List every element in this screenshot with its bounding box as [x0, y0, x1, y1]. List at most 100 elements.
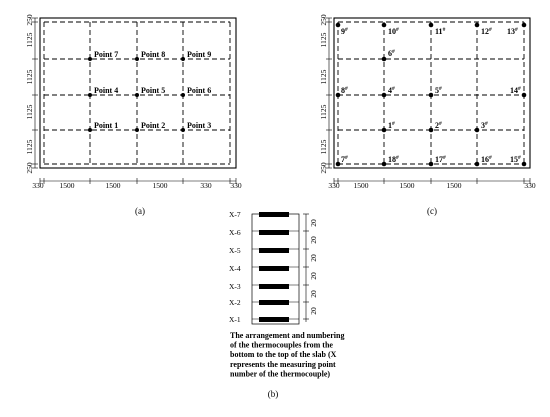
thermocouple-bar — [259, 300, 289, 305]
measuring-point-marker — [88, 93, 92, 97]
dimension-label: 250 — [319, 162, 328, 174]
thermocouple-label: 9# — [341, 27, 348, 36]
point-label: Point 3 — [187, 121, 211, 130]
thermocouple-marker — [428, 127, 434, 133]
thermocouple-marker — [474, 161, 480, 167]
thermocouple-id: X-5 — [229, 246, 241, 255]
thermocouple-marker — [381, 161, 387, 167]
thermocouple-bar — [259, 266, 289, 271]
thermocouple-label: 6# — [388, 49, 395, 58]
caption-b: (b) — [268, 389, 279, 399]
point-label: Point 2 — [141, 121, 165, 130]
thermocouple-marker — [474, 22, 480, 28]
dimension-label: 1125 — [25, 139, 34, 154]
slab-outline-a — [39, 17, 237, 169]
thermocouple-label: 17# — [435, 155, 446, 164]
dimension-label: 250 — [319, 14, 328, 26]
thermocouple-id: X-2 — [229, 298, 241, 307]
spacing-label: 20 — [309, 236, 318, 244]
dimension-label: 250 — [25, 14, 34, 26]
thermocouple-marker — [335, 92, 341, 98]
thermocouple-label: 16# — [481, 155, 492, 164]
dimension-label: 1125 — [25, 104, 34, 119]
point-label: Point 7 — [94, 50, 118, 59]
point-label: Point 8 — [141, 50, 165, 59]
measuring-point-marker — [181, 93, 185, 97]
thermocouple-marker — [428, 92, 434, 98]
dimension-label: 250 — [25, 162, 34, 174]
dimension-label: 1125 — [25, 32, 34, 47]
measuring-point-marker — [135, 128, 139, 132]
thermocouple-label: 4# — [388, 86, 395, 95]
thermocouple-bar — [259, 230, 289, 235]
thermocouple-bar — [259, 212, 289, 217]
measuring-point-marker — [88, 128, 92, 132]
dimension-label: 1500 — [60, 181, 75, 190]
thermocouple-marker — [381, 56, 387, 62]
thermocouple-label: 3# — [481, 121, 488, 130]
panel-b: X-7 X-6 X-5 X-4 X-3 X-2 X-1 20 20 20 20 … — [229, 210, 344, 399]
dimension-label: 1500 — [153, 181, 168, 190]
point-label: Point 9 — [187, 50, 211, 59]
thermocouple-bar — [259, 317, 289, 322]
panel-c: 9# 10# 11# 12# 13# 6# 8# 4# 5# 14# 1# 2#… — [319, 14, 536, 216]
thermocouple-marker — [521, 161, 527, 167]
thermocouple-marker — [428, 161, 434, 167]
thermocouple-label: 1# — [388, 121, 395, 130]
point-label: Point 1 — [94, 121, 118, 130]
spacing-label: 20 — [309, 307, 318, 315]
thermocouple-label: 5# — [435, 86, 442, 95]
thermocouple-marker — [521, 92, 527, 98]
thermocouple-marker — [474, 127, 480, 133]
dimension-label: 1500 — [400, 181, 415, 190]
thermocouple-id: X-3 — [229, 282, 241, 291]
caption-c: (c) — [427, 206, 437, 216]
thermocouple-marker — [381, 22, 387, 28]
dimension-label: 1125 — [25, 69, 34, 84]
spacing-label: 20 — [309, 290, 318, 298]
thermocouple-label: 18# — [388, 155, 399, 164]
dimension-label: 330 — [328, 181, 340, 190]
measuring-point-marker — [88, 57, 92, 61]
point-label: Point 5 — [141, 86, 165, 95]
dimension-label: 1125 — [319, 139, 328, 154]
thermocouple-label: 11# — [435, 27, 446, 36]
thermocouple-id: X-6 — [229, 228, 241, 237]
measuring-point-marker — [135, 57, 139, 61]
dimension-label: 330 — [524, 181, 536, 190]
spacing-label: 20 — [309, 219, 318, 227]
dimension-label: 330 — [200, 181, 212, 190]
thermocouple-label: 8# — [341, 86, 348, 95]
dimension-label: 1500 — [106, 181, 121, 190]
caption-a: (a) — [135, 206, 145, 216]
dimension-label: 1500 — [447, 181, 462, 190]
thermocouple-marker — [521, 22, 527, 28]
thermocouple-label: 10# — [388, 27, 399, 36]
dimension-label: 1125 — [319, 32, 328, 47]
thermocouple-marker — [335, 161, 341, 167]
dimension-label: 330 — [230, 181, 242, 190]
thermocouple-id: X-4 — [229, 264, 241, 273]
thermocouple-label: 15# — [510, 155, 521, 164]
dimension-label: 1125 — [319, 104, 328, 119]
spacing-label: 20 — [309, 254, 318, 262]
thermocouple-marker — [381, 127, 387, 133]
thermocouple-label: 12# — [481, 27, 492, 36]
panel-a: Point 7 Point 8 Point 9 Point 4 Point 5 … — [25, 14, 242, 216]
thermocouple-marker — [335, 22, 341, 28]
point-label: Point 6 — [187, 86, 211, 95]
slab-outline-c — [333, 17, 531, 169]
thermocouple-bar — [259, 284, 289, 289]
thermocouple-id: X-1 — [229, 315, 241, 324]
spacing-label: 20 — [309, 272, 318, 280]
thermocouple-label: 2# — [435, 121, 442, 130]
measuring-point-marker — [135, 93, 139, 97]
measuring-point-marker — [181, 128, 185, 132]
point-label: Point 4 — [94, 86, 118, 95]
thermocouple-label: 13# — [507, 27, 518, 36]
dimension-label: 1125 — [319, 69, 328, 84]
thermocouple-marker — [428, 22, 434, 28]
thermocouple-bar — [259, 248, 289, 253]
